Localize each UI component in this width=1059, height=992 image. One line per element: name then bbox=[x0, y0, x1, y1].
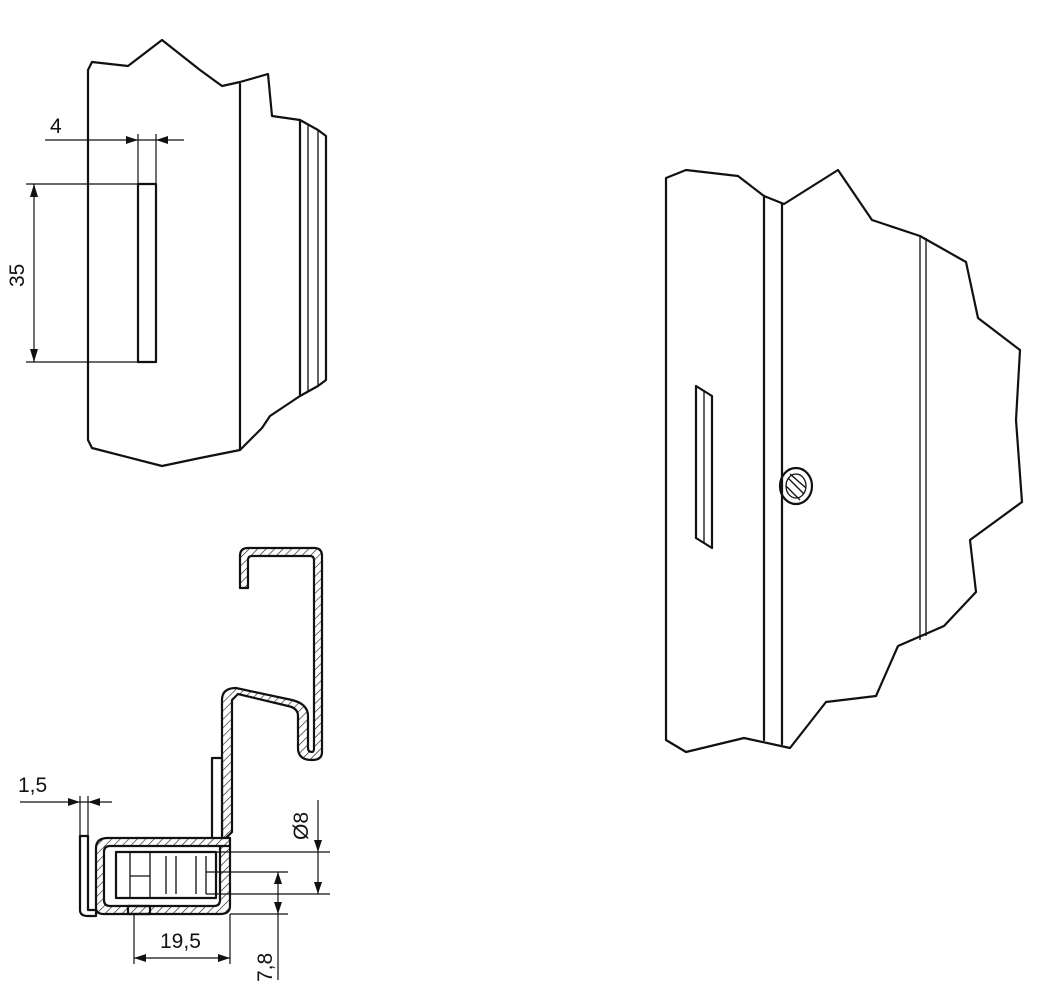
front-view-outline bbox=[86, 38, 328, 468]
thickness-label: 1,5 bbox=[18, 774, 47, 797]
isometric-outline bbox=[664, 168, 1024, 754]
threaded-insert bbox=[114, 850, 218, 916]
hole-offset-label: 7,8 bbox=[254, 953, 277, 982]
slot-width-label: 4 bbox=[50, 115, 62, 138]
hole-diameter-dimension: Ø8 bbox=[206, 800, 330, 895]
outer-wall bbox=[78, 834, 98, 918]
base-width-label: 19,5 bbox=[160, 930, 201, 953]
isometric-view bbox=[664, 168, 1024, 754]
threaded-hole bbox=[778, 466, 814, 506]
front-view: 4 35 bbox=[6, 38, 328, 468]
slot-length-dimension: 35 bbox=[6, 183, 138, 363]
thickness-dimension: 1,5 bbox=[18, 774, 112, 836]
hole-diameter-label: Ø8 bbox=[290, 812, 313, 840]
section-view: 1,5 Ø8 7,8 19,5 bbox=[18, 546, 330, 982]
slot-length-label: 35 bbox=[6, 264, 29, 287]
profile-flange bbox=[210, 756, 224, 844]
hole-offset-dimension: 7,8 bbox=[206, 871, 288, 982]
isometric-slot bbox=[694, 384, 714, 550]
base-width-dimension: 19,5 bbox=[133, 914, 231, 964]
slot-width-dimension: 4 bbox=[45, 115, 184, 184]
slot bbox=[136, 182, 158, 364]
